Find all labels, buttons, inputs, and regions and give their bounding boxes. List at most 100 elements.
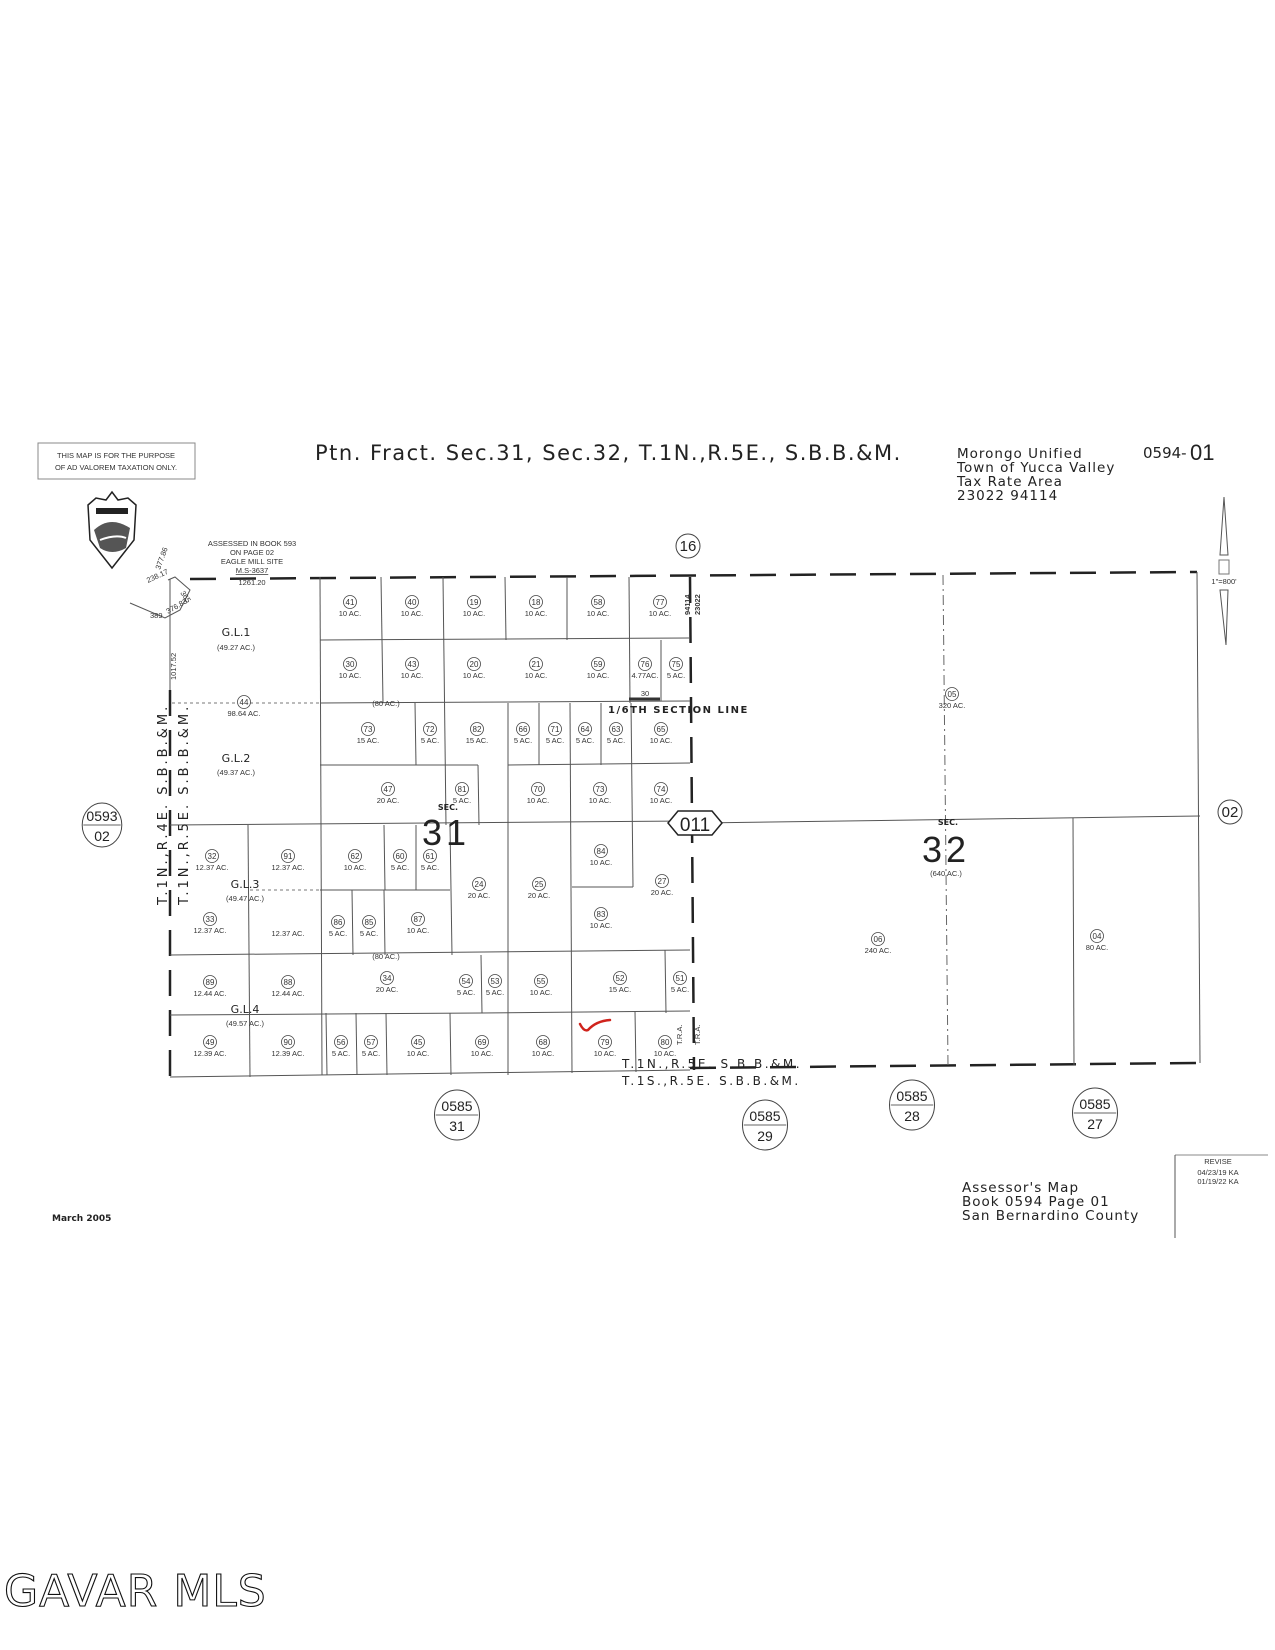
township-label-bottom-1: T.1N.,R.5E. S.B.B.&M.	[621, 1057, 802, 1071]
parcel-number: 54	[462, 977, 471, 986]
parcel[interactable]: 635 AC.	[607, 722, 625, 746]
parcel-acreage: 5 AC.	[546, 736, 564, 745]
parcel-number-circle	[534, 974, 548, 988]
parcel[interactable]: 764.77AC.	[631, 657, 659, 681]
parcel[interactable]: 515 AC.	[671, 971, 689, 995]
parcel[interactable]: 54 5 AC.	[457, 974, 475, 998]
parcel[interactable]: 665 AC.	[514, 722, 532, 746]
parcel-number-circle	[532, 877, 546, 891]
parcel-number-circle	[472, 877, 486, 891]
parcel[interactable]: 725 AC.	[421, 722, 439, 746]
parcel-acreage: 10 AC.	[532, 1049, 555, 1058]
parcel-acreage: 5 AC.	[671, 985, 689, 994]
parcel-number: 79	[601, 1038, 610, 1047]
parcel[interactable]: 575 AC.	[362, 1035, 380, 1059]
parcel-acreage: 10 AC.	[654, 1049, 677, 1058]
disclaimer-line-2: OF AD VALOREM TAXATION ONLY.	[55, 463, 177, 472]
disclaimer-line-1: THIS MAP IS FOR THE PURPOSE	[57, 451, 175, 460]
parcel-acreage: 10 AC.	[463, 671, 486, 680]
parcel-acreage: 5 AC.	[457, 988, 475, 997]
adjacent-map-link[interactable]: 16	[675, 533, 701, 559]
parcel[interactable]: 80 10 AC.	[654, 1035, 677, 1059]
parcel[interactable]: 865 AC.	[329, 915, 347, 939]
scale-label: 1"=800'	[1211, 577, 1237, 586]
parcel[interactable]: 715 AC.	[546, 722, 564, 746]
svg-text:1261.20: 1261.20	[238, 578, 265, 587]
parcel[interactable]: 645 AC.	[576, 722, 594, 746]
parcel-number: 18	[532, 598, 541, 607]
svg-text:ASSESSED IN BOOK 593: ASSESSED IN BOOK 593	[208, 539, 296, 548]
svg-text:1017.52: 1017.52	[169, 653, 178, 680]
parcel[interactable]: 565 AC.	[332, 1035, 350, 1059]
svg-text:T.R.A.: T.R.A.	[693, 1025, 702, 1045]
parcel-number: 80	[661, 1038, 670, 1047]
parcel[interactable]: 855 AC.	[360, 915, 378, 939]
parcel[interactable]: 615 AC.	[421, 849, 439, 873]
parcel[interactable]: 535 AC.	[486, 974, 504, 998]
parcel[interactable]: 815 AC.	[453, 782, 471, 806]
parcel[interactable]: 755 AC.	[667, 657, 685, 681]
parcel-number-circle	[655, 874, 669, 888]
svg-text:377.86: 377.86	[153, 546, 169, 571]
parcel-boundaries	[168, 570, 1201, 1078]
parcel-acreage: 10 AC.	[471, 1049, 494, 1058]
parcel-acreage: 20 AC.	[377, 796, 400, 805]
parcel-acreage: 12.37 AC.	[194, 926, 227, 935]
parcel-acreage: 10 AC.	[339, 671, 362, 680]
parcel-number: 24	[475, 880, 484, 889]
parcel[interactable]: 12.37 AC.	[272, 929, 305, 938]
parcel[interactable]: 605 AC.	[391, 849, 409, 873]
adjacent-map-link[interactable]: 02	[1217, 799, 1243, 825]
parcel-number-circle	[669, 657, 683, 671]
parcel-acreage: 5 AC.	[391, 863, 409, 872]
